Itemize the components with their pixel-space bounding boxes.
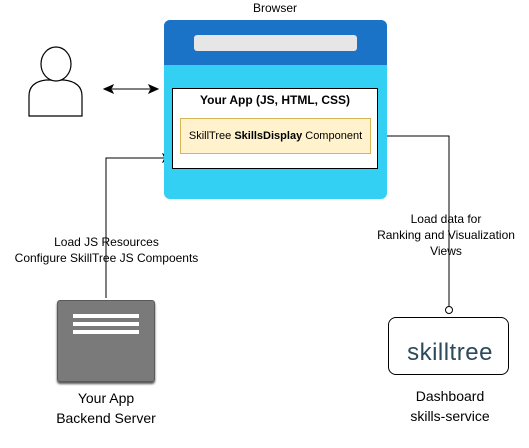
skilltree-service-box [388, 317, 509, 375]
component-suffix: Component [305, 130, 363, 142]
server-label-line-2: Backend Server [56, 410, 156, 426]
load-js-label: Load JS Resources Configure SkillTree JS… [0, 234, 213, 266]
server-slot [73, 330, 139, 334]
load-data-line-2: Ranking and Visualization [377, 228, 515, 242]
browser-title: Browser [252, 1, 297, 15]
load-data-line-1: Load data for [410, 212, 482, 226]
browser-toolbar [164, 20, 387, 65]
component-bold: SkillsDisplay [234, 130, 303, 142]
address-bar [194, 35, 357, 51]
user-icon [28, 46, 83, 117]
component-prefix: SkillTree [188, 130, 232, 142]
load-js-line-2: Configure SkillTree JS Compoents [14, 251, 199, 265]
server-label: Your App Backend Server [40, 388, 172, 428]
load-data-line-3: Views [430, 244, 462, 258]
load-js-line-1: Load JS Resources [54, 235, 159, 249]
server-slot [73, 322, 139, 326]
your-app-title: Your App (JS, HTML, CSS) [200, 93, 350, 107]
load-js-arrow [105, 152, 174, 298]
server-label-line-1: Your App [77, 390, 135, 406]
skilltree-logo-text: skilltree [407, 339, 493, 366]
server-icon [57, 300, 155, 382]
user-browser-arrow [102, 83, 160, 95]
dashboard-label-line-2: skills-service [410, 408, 490, 424]
dashboard-label: Dashboard skills-service [380, 386, 520, 426]
dashboard-label-line-1: Dashboard [415, 388, 485, 404]
skills-display-component: SkillTree SkillsDisplay Component [180, 118, 371, 154]
server-slot [73, 314, 139, 318]
load-data-label: Load data for Ranking and Visualization … [363, 211, 529, 259]
